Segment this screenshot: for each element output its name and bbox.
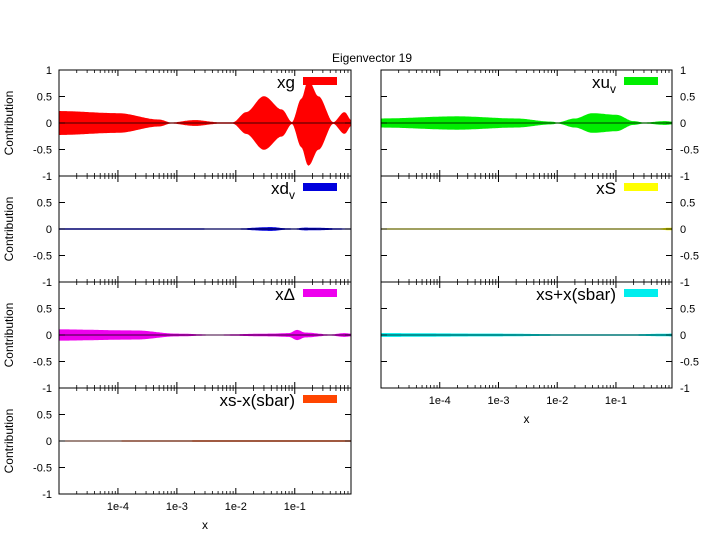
legend-text: xs-x(sbar) <box>219 391 295 410</box>
y-tick-label: 0 <box>46 224 52 236</box>
y-tick-label: -0.5 <box>680 251 699 263</box>
y-tick-label: 0.5 <box>37 92 52 104</box>
panel-5: -1 -0.5 0 0.5 Contribution xΔ <box>2 281 352 395</box>
legend-swatch <box>303 77 337 85</box>
y-tick-label: -0.5 <box>680 357 699 369</box>
y-tick-label: 0 <box>680 118 686 130</box>
legend-label: xs+x(sbar) <box>536 285 616 304</box>
legend-subscript: v <box>289 188 295 202</box>
y-tick-label: -0.5 <box>33 251 52 263</box>
y-tick-label: -1 <box>680 277 690 289</box>
chart-title: Eigenvector 19 <box>332 51 412 65</box>
panel-3: -1 -0.5 0 0.5 Contribution xdv <box>2 175 352 289</box>
x-axis-label: x <box>202 518 208 532</box>
legend-label: xs-x(sbar) <box>219 391 295 410</box>
x-tick-label: 1e-1 <box>284 501 306 513</box>
y-axis-label: Contribution <box>2 303 16 368</box>
y-tick-label: 0.5 <box>37 198 52 210</box>
legend-label: xS <box>596 179 616 198</box>
y-tick-label: 0 <box>680 224 686 236</box>
legend-swatch <box>624 183 658 191</box>
x-tick-label: 1e-3 <box>166 501 188 513</box>
y-tick-label: 0 <box>46 436 52 448</box>
y-tick-label: -1 <box>680 171 690 183</box>
y-axis-label: Contribution <box>2 197 16 262</box>
panels-layer: -1-0.500.51Contributionxg-1-0.500.51xuv-… <box>2 65 699 532</box>
x-tick-label: 1e-4 <box>429 395 451 407</box>
x-tick-label: 1e-2 <box>225 501 247 513</box>
y-axis-label: Contribution <box>2 409 16 474</box>
y-tick-label: 0 <box>46 118 52 130</box>
legend-swatch <box>624 289 658 297</box>
legend-label: xuv <box>592 73 616 96</box>
x-tick-label: 1e-2 <box>546 395 568 407</box>
y-tick-label: 0.5 <box>680 304 695 316</box>
legend-text: xS <box>596 179 616 198</box>
x-tick-label: 1e-4 <box>107 501 129 513</box>
y-axis-label: Contribution <box>2 91 16 156</box>
legend-swatch <box>303 183 337 191</box>
panel-6: -1 -0.5 0 0.5 1e-4 1e-3 1e-2 1e-1 x xs+x(sbar) <box>380 281 699 426</box>
legend-swatch <box>303 395 337 403</box>
legend-text: xd <box>271 179 289 198</box>
legend-text: xΔ <box>275 285 295 304</box>
y-tick-label: -1 <box>42 277 52 289</box>
y-tick-label: 0.5 <box>37 410 52 422</box>
y-tick-label: 1 <box>46 65 52 77</box>
panel-7: -1 -0.5 0 0.5 1e-4 1e-3 1e-2 1e-1 x Contribution x… <box>2 387 352 532</box>
legend-label: xdv <box>271 179 295 202</box>
legend-text: xs+x(sbar) <box>536 285 616 304</box>
y-tick-label: 0.5 <box>680 92 695 104</box>
x-tick-label: 1e-1 <box>605 395 627 407</box>
legend-swatch <box>303 289 337 297</box>
legend-text: xu <box>592 73 610 92</box>
legend-subscript: v <box>610 82 616 96</box>
y-tick-label: -1 <box>42 383 52 395</box>
y-tick-label: 0.5 <box>37 304 52 316</box>
y-tick-label: 0 <box>46 330 52 342</box>
x-axis-label: x <box>524 412 530 426</box>
y-tick-label: -1 <box>680 383 690 395</box>
x-tick-label: 1e-3 <box>487 395 509 407</box>
y-tick-label: -0.5 <box>33 357 52 369</box>
y-tick-label: -1 <box>42 171 52 183</box>
y-tick-label: 0.5 <box>680 198 695 210</box>
legend-label: xg <box>277 73 295 92</box>
panel-4: -1 -0.5 0 0.5 xS <box>380 175 699 289</box>
panel-2: -1 -0.5 0 0.5 1 xuv <box>380 65 699 183</box>
y-tick-label: 0 <box>680 330 686 342</box>
y-tick-label: -0.5 <box>33 463 52 475</box>
legend-swatch <box>624 77 658 85</box>
y-tick-label: -0.5 <box>680 145 699 157</box>
legend-label: xΔ <box>275 285 295 304</box>
y-tick-label: -1 <box>42 489 52 501</box>
y-tick-label: -0.5 <box>33 145 52 157</box>
y-tick-label: 1 <box>680 65 686 77</box>
legend-text: xg <box>277 73 295 92</box>
